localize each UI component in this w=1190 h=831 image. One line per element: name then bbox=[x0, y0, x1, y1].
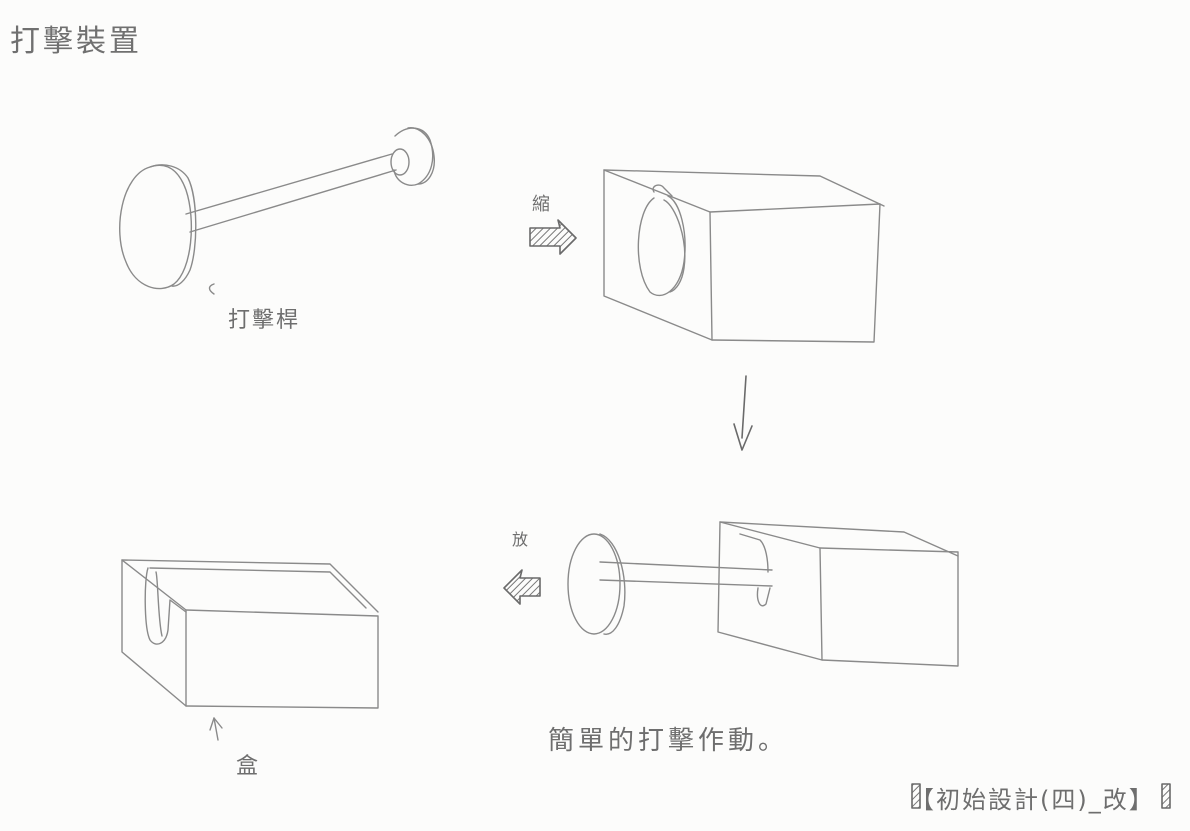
footer-tag: 【初始設計(四)_改】 bbox=[910, 786, 1155, 814]
label-release: 放 bbox=[512, 530, 531, 549]
striker-rod-drawing bbox=[119, 127, 435, 295]
label-box: 盒 bbox=[236, 754, 261, 779]
retracted-box-drawing bbox=[603, 169, 885, 343]
page-title: 打擊裝置 bbox=[10, 24, 142, 59]
extended-box-drawing bbox=[567, 521, 959, 667]
open-box-drawing bbox=[121, 559, 379, 741]
release-arrow bbox=[503, 569, 541, 605]
label-striker-rod: 打擊桿 bbox=[228, 308, 301, 333]
diagram-caption: 簡單的打擊作動。 bbox=[548, 726, 789, 756]
label-shrink: 縮 bbox=[532, 194, 552, 215]
shrink-arrow bbox=[529, 219, 577, 255]
down-arrow bbox=[733, 375, 753, 451]
footer-brackets bbox=[911, 783, 1171, 809]
